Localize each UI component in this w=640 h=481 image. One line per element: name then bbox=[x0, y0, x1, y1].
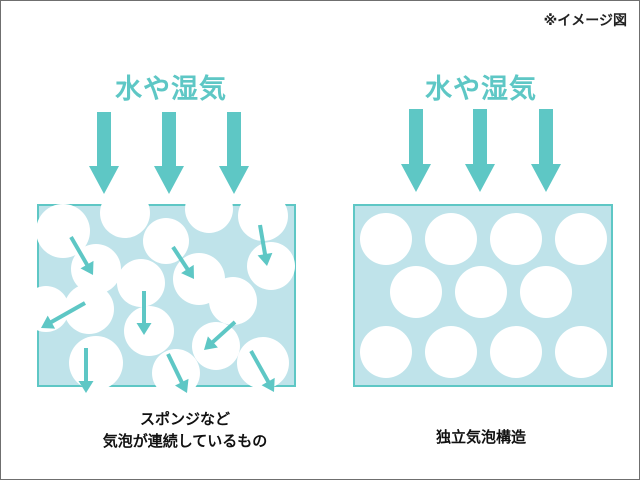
open-cell-bubble bbox=[209, 277, 257, 325]
moisture-arrow-right bbox=[531, 109, 561, 192]
image-note: ※イメージ図 bbox=[543, 13, 627, 29]
closed-cell-bubble bbox=[425, 326, 477, 378]
open-cell-bubble bbox=[143, 218, 189, 264]
water-path-arrow bbox=[41, 301, 86, 329]
left-caption-line1: スポンジなど bbox=[139, 410, 230, 428]
closed-cell-bubble bbox=[390, 266, 442, 318]
open-cell-bubble bbox=[124, 306, 174, 356]
open-cell-bubble bbox=[247, 242, 295, 290]
closed-cell-bubble bbox=[360, 326, 412, 378]
left-caption: スポンジなど 気泡が連続しているもの bbox=[35, 408, 335, 452]
closed-cell-bubble bbox=[360, 213, 412, 265]
right-heading: 水や湿気 bbox=[425, 74, 537, 105]
open-cell-bubble bbox=[237, 337, 289, 389]
closed-cell-bubble bbox=[555, 213, 607, 265]
open-cell-bubble bbox=[64, 284, 114, 334]
water-path-arrow bbox=[136, 291, 152, 335]
open-cell-bubble bbox=[238, 191, 288, 241]
water-path-arrow bbox=[257, 224, 273, 266]
moisture-arrow-left bbox=[219, 112, 249, 194]
open-cell-bubble bbox=[100, 188, 150, 238]
water-path-arrow bbox=[69, 236, 94, 275]
closed-cell-bubble bbox=[520, 266, 572, 318]
water-path-arrow bbox=[249, 350, 275, 392]
left-heading: 水や湿気 bbox=[115, 74, 227, 105]
closed-cell-bubble bbox=[490, 213, 542, 265]
open-cell-bubble bbox=[117, 259, 165, 307]
right-caption: 独立気泡構造 bbox=[435, 428, 526, 446]
closed-cell-bubble bbox=[490, 326, 542, 378]
moisture-arrow-right bbox=[465, 109, 495, 192]
water-path-arrow bbox=[171, 245, 194, 279]
moisture-arrow-left bbox=[89, 112, 119, 194]
water-path-arrow bbox=[78, 348, 94, 393]
closed-cell-bubble bbox=[555, 326, 607, 378]
closed-cell-bubble bbox=[455, 266, 507, 318]
closed-cell-bubble bbox=[425, 213, 477, 265]
water-path-arrow bbox=[204, 320, 237, 350]
open-cell-bubble bbox=[69, 336, 123, 390]
moisture-arrow-right bbox=[401, 109, 431, 192]
open-cell-bubble bbox=[185, 185, 233, 233]
left-caption-line2: 気泡が連続しているもの bbox=[102, 432, 268, 450]
water-path-arrow bbox=[166, 353, 189, 393]
moisture-arrow-left bbox=[154, 112, 184, 194]
